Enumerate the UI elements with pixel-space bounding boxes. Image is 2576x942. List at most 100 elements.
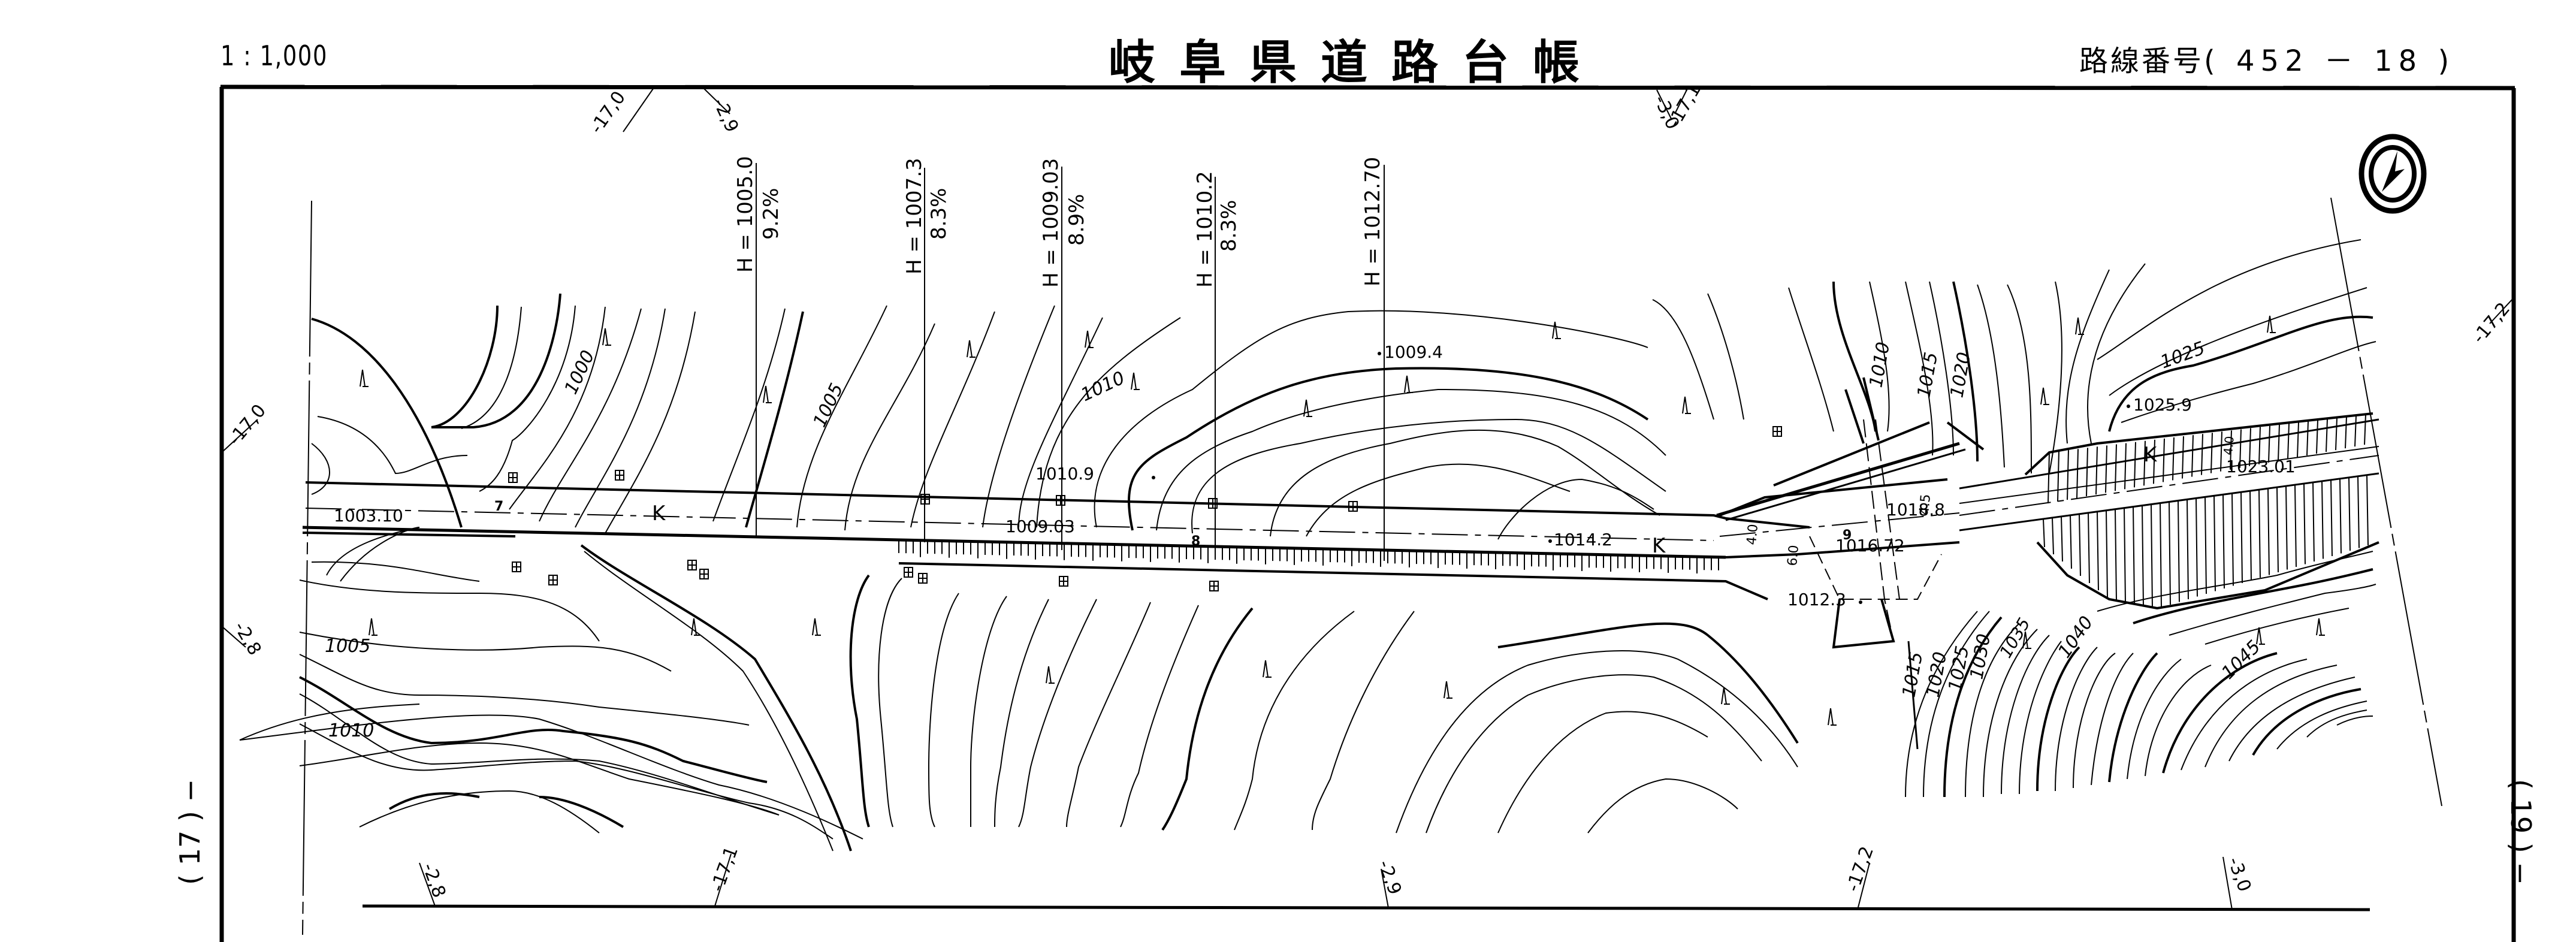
hatch-stroke [2357, 476, 2360, 548]
grass-symbol-icon [1303, 399, 1312, 417]
hatch-stroke [2213, 496, 2216, 591]
facility-marker-icon [699, 569, 709, 579]
hatch-stroke [2106, 510, 2108, 598]
hatch-stroke [2057, 451, 2059, 502]
hatch-stroke [2276, 487, 2279, 573]
hatch-stroke [2115, 509, 2117, 600]
hatch-stroke [2231, 493, 2234, 586]
profile-point: H = 1012.70 [1361, 157, 1385, 286]
station-number: 9 [1843, 528, 1852, 543]
hatch-stroke [2239, 429, 2242, 468]
grid-tick-label: -2,9 [709, 95, 742, 136]
spot-height-group: 1003.10 1009.03 1010.9 1009.4 1014.2 101… [334, 342, 2296, 609]
facility-marker-icon [1209, 581, 1219, 591]
facility-marker-icon [918, 573, 928, 584]
hatch-stroke [2312, 482, 2315, 562]
profile-height: H = 1012.70 [1361, 157, 1385, 286]
road-width: 6.0 [1785, 544, 1802, 566]
route-number-value: ( 452 － 18 ) [2204, 44, 2456, 78]
grass-symbol-icon [1404, 375, 1413, 393]
grass-symbol-icon [2022, 631, 2031, 649]
hatch-stroke [2249, 428, 2251, 466]
hatch-stroke [2105, 445, 2107, 493]
profile-grade: 8.3% [1217, 200, 1241, 252]
grass-symbol-icon [1046, 666, 1055, 684]
contour-label: 1010 [1865, 340, 1894, 389]
grass-symbol-icon [967, 340, 976, 358]
hatch-stroke [2210, 433, 2213, 473]
hatch-stroke [2133, 506, 2135, 604]
hatch-stroke [2249, 491, 2252, 581]
profile-grade: 8.3% [927, 188, 951, 240]
grid-tick-label: -2,8 [229, 618, 265, 659]
hatch-stroke [2364, 414, 2366, 445]
grass-symbol-icon [1828, 708, 1837, 726]
facility-marker-icon [508, 472, 518, 483]
hatch-stroke [2047, 452, 2050, 504]
facility-marker-icon [512, 561, 521, 572]
hatch-stroke [2326, 419, 2328, 452]
hatch-stroke [2153, 439, 2155, 484]
spot-height: 1018.8 [1886, 500, 1945, 520]
grid-tick-label: -2,9 [1373, 858, 1405, 898]
slope-hatch-strokes [898, 414, 2369, 608]
hatch-stroke [2088, 512, 2090, 584]
hatch-stroke [2052, 517, 2054, 555]
hatch-stroke [2339, 478, 2342, 554]
road-width: 4.0 [1744, 523, 1761, 545]
hatch-stroke [2086, 448, 2088, 497]
contour-label: 1020 [1946, 351, 1975, 399]
road [302, 377, 2379, 750]
grass-symbol-icon [1721, 687, 1730, 705]
grass-symbol-icon [1443, 681, 1452, 699]
hatch-stroke [2258, 490, 2261, 578]
slope-hatching [898, 412, 2379, 610]
hatch-stroke [2306, 421, 2309, 456]
profile-grade: 8.9% [1065, 194, 1089, 246]
spot-height: 1023.01 [2226, 457, 2296, 476]
grass-symbol-icon [691, 618, 700, 636]
hatch-stroke [2335, 418, 2338, 451]
station-number: 7 [494, 499, 503, 514]
hatch-stroke [2172, 437, 2175, 481]
hatch-stroke [2222, 494, 2225, 589]
hatch-stroke [2124, 443, 2127, 490]
spot-dots [1152, 352, 2130, 604]
page-title: 岐阜県道路台帳 [1109, 36, 1604, 90]
grass-symbol-icon [1131, 372, 1140, 390]
facility-marker-icon [548, 575, 558, 585]
hatch-stroke [2220, 431, 2222, 472]
facility-marker-icon [687, 560, 697, 570]
profile-height: H = 1010.2 [1193, 171, 1217, 288]
profile-grade: 9.2% [759, 188, 783, 240]
grass-symbol-icon [360, 369, 369, 387]
hatch-stroke [2124, 508, 2126, 602]
profile-point: H = 1010.2 8.3% [1193, 171, 1241, 288]
hatch-stroke [2201, 434, 2203, 475]
grid-tick-label: -17,1 [707, 844, 742, 895]
facility-marker-icon [904, 567, 913, 578]
hatch-stroke [2079, 514, 2081, 576]
road-width: 4.0 [2221, 436, 2237, 456]
hatch-stroke [2230, 430, 2232, 470]
hatch-stroke [2240, 492, 2243, 584]
grass-symbol-icon [369, 618, 378, 636]
contour-label: 1010 [328, 720, 374, 741]
hatch-stroke [2191, 435, 2194, 477]
hatch-stroke [2330, 479, 2333, 557]
grass-symbol-icon [1263, 660, 1272, 678]
hatch-stroke [2169, 502, 2171, 605]
hatch-stroke [2151, 504, 2153, 608]
grass-symbol-icon [812, 618, 821, 636]
north-arrow-icon [2358, 134, 2427, 214]
spot-height: 1012.3 [1787, 590, 1846, 609]
grid-tick-label: -17,2 [1843, 844, 1878, 895]
facility-marker-icon [1056, 495, 1065, 506]
hatch-stroke [2321, 481, 2324, 559]
hatch-stroke [2163, 438, 2165, 482]
station-labels: 7 8 9 K K K 6.0 4.0 4.5 4.0 [494, 436, 2237, 567]
profile-point: H = 1009.03 8.9% [1039, 158, 1089, 288]
grid-tick-label: -17,0 [586, 87, 630, 138]
route-label: 路線番号 [2079, 44, 2204, 78]
